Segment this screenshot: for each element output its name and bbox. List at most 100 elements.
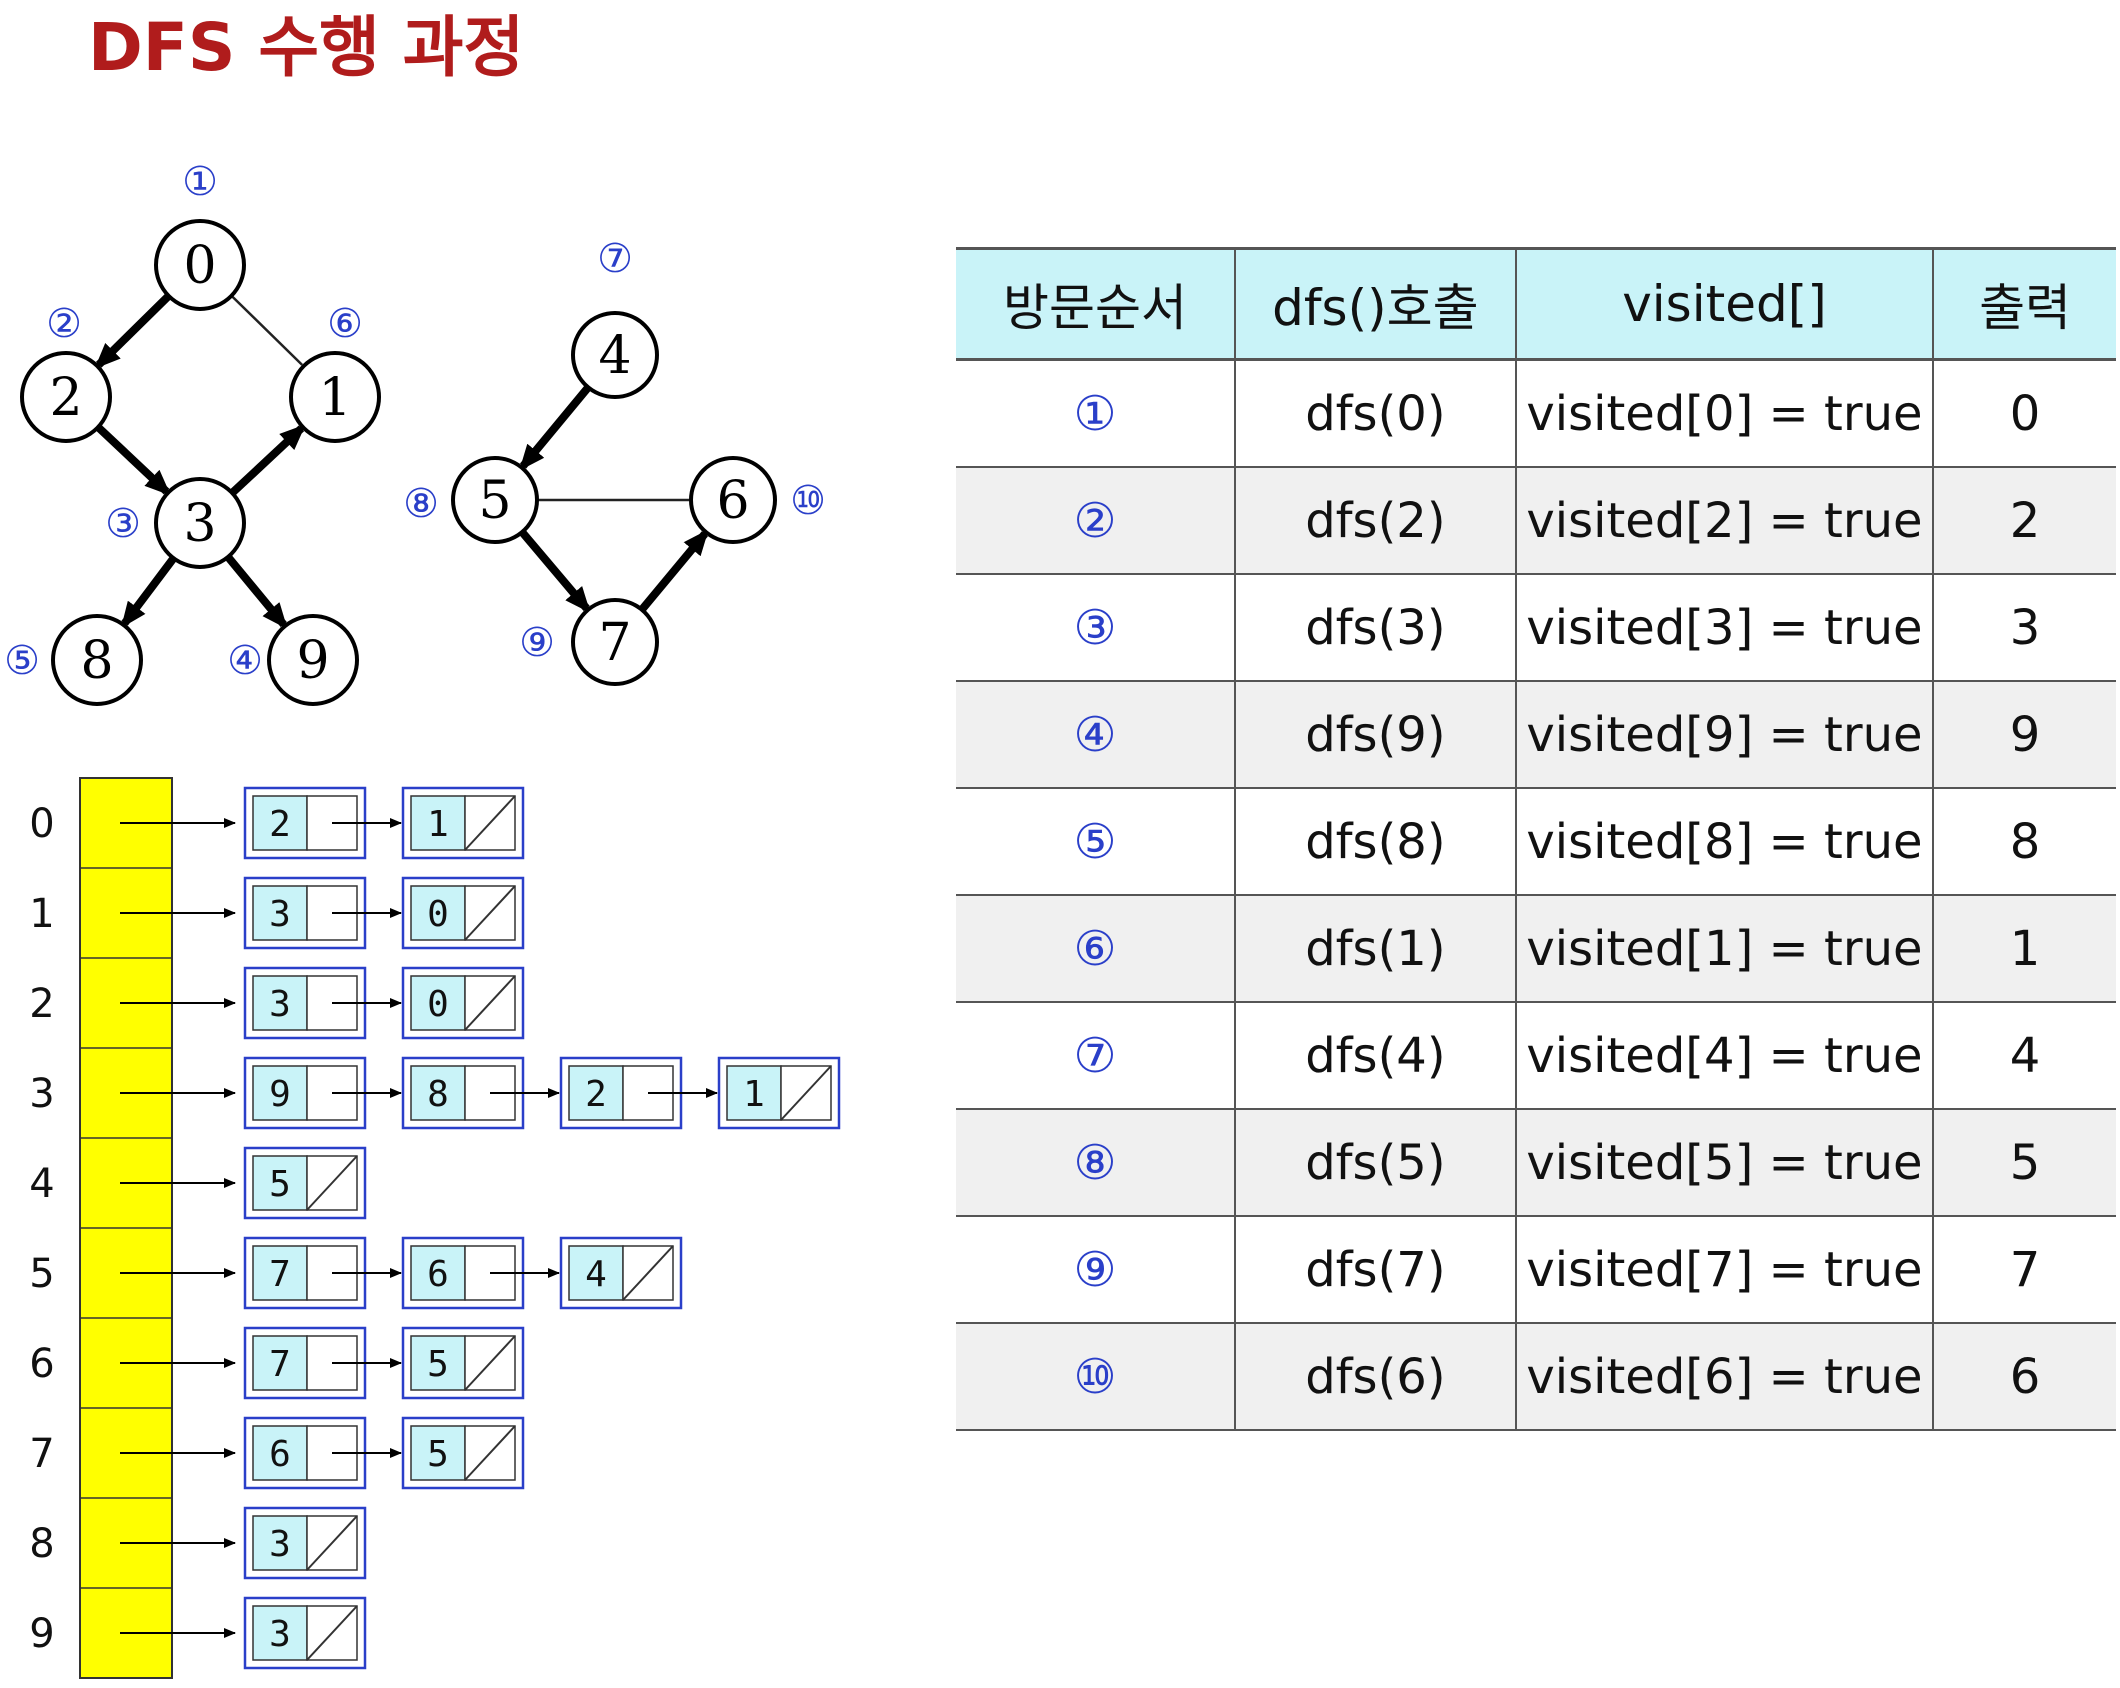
graph-node-label: 9 <box>296 631 329 691</box>
list-node-value: 8 <box>427 1074 449 1115</box>
list-node-value: 3 <box>269 1614 291 1655</box>
list-node-value: 5 <box>427 1344 449 1385</box>
tree-edge-arrow <box>229 424 306 496</box>
tree-edge-arrow <box>638 529 709 613</box>
graph-node-label: 7 <box>598 613 631 673</box>
output-cell: 1 <box>1932 894 2116 1003</box>
visit-order-cell: ① <box>956 358 1236 468</box>
graph-node-circle <box>571 598 659 686</box>
adjacency-index-label: 9 <box>29 1611 54 1657</box>
list-node-value: 9 <box>269 1074 291 1115</box>
dfs-call-cell: dfs(6) <box>1233 1322 1517 1431</box>
tree-edge-arrow <box>519 529 591 613</box>
list-node-value: 4 <box>585 1254 607 1295</box>
list-node-value: 6 <box>269 1434 291 1475</box>
adjacency-index-label: 6 <box>29 1341 54 1387</box>
null-pointer-mark <box>464 795 516 851</box>
adjacency-index-label: 0 <box>29 801 54 847</box>
null-pointer-mark <box>622 1245 674 1301</box>
graph-node-label: 6 <box>716 471 749 531</box>
output-cell: 6 <box>1932 1322 2116 1431</box>
tree-edge-arrow <box>224 554 288 630</box>
output-cell: 8 <box>1932 787 2116 896</box>
visit-order-label: ① <box>182 159 218 205</box>
null-pointer-mark <box>464 1335 516 1391</box>
visited-cell: visited[6] = true <box>1514 1322 1935 1431</box>
visit-order-label: ⑨ <box>519 620 555 666</box>
graph-node-circle <box>689 456 777 544</box>
visited-cell: visited[9] = true <box>1514 680 1935 789</box>
output-cell: 9 <box>1932 680 2116 789</box>
output-cell: 7 <box>1932 1215 2116 1324</box>
list-node-value: 6 <box>427 1254 449 1295</box>
null-pointer-mark <box>306 1155 358 1211</box>
adjacency-index-label: 5 <box>29 1251 54 1297</box>
list-node-value: 5 <box>269 1164 291 1205</box>
visit-order-cell: ⑦ <box>956 1001 1236 1110</box>
header-output: 출력 <box>1932 247 2116 361</box>
dfs-call-cell: dfs(9) <box>1233 680 1517 789</box>
graph-node-circle <box>571 311 659 399</box>
dfs-call-cell: dfs(2) <box>1233 466 1517 575</box>
graph-node-label: 2 <box>49 368 82 428</box>
tree-edge-arrow <box>95 424 171 496</box>
list-node-value: 0 <box>427 984 449 1025</box>
list-node-value: 1 <box>743 1074 765 1115</box>
table-header-row: 방문순서 dfs()호출 visited[] 출력 <box>956 247 2116 361</box>
graph-node-circle <box>51 614 143 706</box>
adjacency-index-label: 7 <box>29 1431 54 1477</box>
adjacency-index-label: 3 <box>29 1071 54 1117</box>
visited-cell: visited[7] = true <box>1514 1215 1935 1324</box>
visited-cell: visited[8] = true <box>1514 787 1935 896</box>
visited-cell: visited[4] = true <box>1514 1001 1935 1110</box>
null-pointer-mark <box>306 1515 358 1571</box>
output-cell: 0 <box>1932 358 2116 468</box>
dfs-call-cell: dfs(3) <box>1233 573 1517 682</box>
dfs-call-cell: dfs(0) <box>1233 358 1517 468</box>
graph-node-circle <box>451 456 539 544</box>
graph-node-circle <box>154 219 246 311</box>
tree-edge-arrow <box>519 384 592 471</box>
tree-edge-arrow <box>121 555 177 629</box>
visit-order-label: ⑩ <box>790 478 826 524</box>
adjacency-index-label: 1 <box>29 891 54 937</box>
list-node-value: 2 <box>585 1074 607 1115</box>
list-node-value: 2 <box>269 804 291 845</box>
list-node-value: 5 <box>427 1434 449 1475</box>
list-node-value: 3 <box>269 894 291 935</box>
null-pointer-mark <box>464 975 516 1031</box>
output-cell: 2 <box>1932 466 2116 575</box>
visit-order-label: ② <box>46 301 82 347</box>
visited-cell: visited[2] = true <box>1514 466 1935 575</box>
visited-cell: visited[0] = true <box>1514 358 1935 468</box>
dfs-call-cell: dfs(7) <box>1233 1215 1517 1324</box>
dfs-call-cell: dfs(5) <box>1233 1108 1517 1217</box>
adjacency-index-label: 2 <box>29 981 54 1027</box>
list-node-value: 3 <box>269 984 291 1025</box>
graph-node-circle <box>20 351 112 443</box>
list-node-value: 7 <box>269 1254 291 1295</box>
null-pointer-mark <box>464 885 516 941</box>
page-title: DFS 수행 과정 <box>88 9 525 86</box>
dfs-call-cell: dfs(1) <box>1233 894 1517 1003</box>
null-pointer-mark <box>306 1605 358 1661</box>
graph-node-label: 1 <box>318 368 351 428</box>
null-pointer-mark <box>464 1425 516 1481</box>
graph-node-label: 4 <box>598 326 631 386</box>
null-pointer-mark <box>780 1065 832 1121</box>
output-cell: 5 <box>1932 1108 2116 1217</box>
list-node-value: 1 <box>427 804 449 845</box>
visit-order-cell: ⑨ <box>956 1215 1236 1324</box>
graph-node-label: 3 <box>183 494 216 554</box>
visit-order-label: ⑥ <box>327 301 363 347</box>
visit-order-cell: ④ <box>956 680 1236 789</box>
